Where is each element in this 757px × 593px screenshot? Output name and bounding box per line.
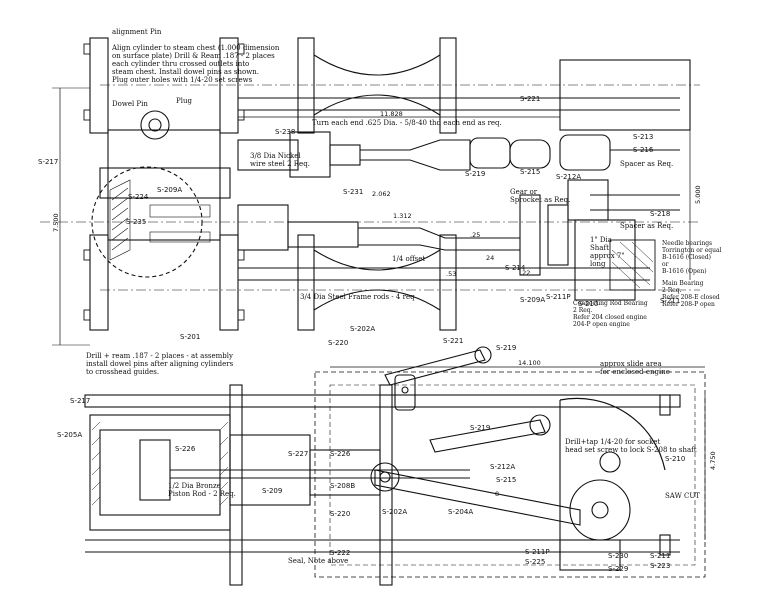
part-label: S-202A xyxy=(382,508,408,516)
part-label: S-231 xyxy=(343,188,364,196)
part-label: S-209 xyxy=(262,487,283,495)
part-label: S-212A xyxy=(490,463,516,471)
part-label: S-218 xyxy=(650,210,671,218)
dim-4750: 4.750 xyxy=(709,451,717,470)
side-view xyxy=(84,346,706,586)
part-label: S-211P xyxy=(546,293,571,301)
shaft-note: 1" Dia Shaft approx 7" long xyxy=(590,236,625,268)
dim-2062: 2.062 xyxy=(372,190,391,198)
part-label: S-223 xyxy=(650,562,671,570)
enclosure-outline xyxy=(314,371,706,578)
plug-label: Plug xyxy=(176,97,192,105)
nickel-wire-note: 3/8 Dia Nickel wire steel 2 Req. xyxy=(250,152,310,168)
turn-end-note: Turn each end .625 Dia. - 5/8-40 thd eac… xyxy=(312,119,502,127)
dim-53: .53 xyxy=(446,270,457,278)
spacer-note-1: Spacer as Req. xyxy=(620,160,674,168)
drill-tap-note: Drill+tap 1/4-20 for socket head set scr… xyxy=(565,438,697,454)
part-label: S-224 xyxy=(128,193,149,201)
dim-24: 24 xyxy=(486,254,495,262)
part-label: S-219 xyxy=(470,424,491,432)
dim-22: .22 xyxy=(520,269,531,277)
part-label: S-220 xyxy=(328,339,349,347)
part-label: S-227 xyxy=(288,450,309,458)
part-label: S-210 xyxy=(578,300,599,308)
drill-ream-note: Drill + ream .187 - 2 places - at assemb… xyxy=(86,352,234,376)
part-label: S-225 xyxy=(525,558,546,566)
dim-11828: 11.828 xyxy=(380,110,403,118)
gear-sprocket-note: Gear or Sprocket as Req. xyxy=(510,188,571,204)
part-label: S-214 xyxy=(505,264,526,272)
part-label: S-201 xyxy=(180,333,201,341)
part-label: S-217 xyxy=(38,158,59,166)
part-label: S-212A xyxy=(556,173,582,181)
part-label: S-205A xyxy=(57,431,83,439)
saw-cut-note: SAW CUT xyxy=(665,492,700,500)
part-label: S-222 xyxy=(330,549,351,557)
part-label: S-235 xyxy=(126,218,147,226)
part-label: S-219 xyxy=(465,170,486,178)
dim-25: .25 xyxy=(470,231,481,239)
part-label: S-219 xyxy=(496,344,517,352)
left-flange-top xyxy=(89,37,109,134)
align-cylinder-note: Align cylinder to steam chest (1.000 dim… xyxy=(112,44,280,84)
conn-rod-note: Connecting Rod Bearing 2 Req. Refer 204 … xyxy=(573,300,648,328)
cylinder-block xyxy=(107,129,221,241)
part-label: S-209A xyxy=(520,296,546,304)
part-label: S-210 xyxy=(665,455,686,463)
part-label: S-215 xyxy=(496,476,517,484)
part-label: S-213 xyxy=(633,133,654,141)
connecting-rod xyxy=(374,469,581,526)
frame-rod-note: 3/4 Dia Steel Frame rods - 4 req xyxy=(300,293,415,301)
part-label: S-226 xyxy=(175,445,196,453)
dowel-pin-label: Dowel Pin xyxy=(112,100,148,108)
part-label: S-204A xyxy=(448,508,474,516)
spacer-note-2: Spacer as Req. xyxy=(620,222,674,230)
part-label: S-220 xyxy=(330,510,351,518)
right-flange-top xyxy=(219,37,239,134)
top-view xyxy=(40,37,700,346)
part-label: S-221 xyxy=(520,95,541,103)
cylinder-section xyxy=(89,414,231,531)
main-bearing-note: Main Bearing 2 Req. Refer 208-E closed R… xyxy=(662,280,720,308)
dim-1312: 1.312 xyxy=(393,212,412,220)
part-label: S-215 xyxy=(520,168,541,176)
seal-note: Seal, Note above xyxy=(288,557,349,565)
part-label: S-216 xyxy=(633,146,654,154)
dim-7500: 7.500 xyxy=(52,213,60,232)
part-label: S-208B xyxy=(330,482,356,490)
part-label: S-221 xyxy=(443,337,464,345)
part-label: S-230 xyxy=(608,552,629,560)
part-label: S-226 xyxy=(330,450,351,458)
offset-note: 1/4 offset xyxy=(392,255,426,263)
dim-8: 8 xyxy=(495,490,500,498)
part-label: S-211P xyxy=(525,548,550,556)
part-label: S-209A xyxy=(157,186,183,194)
part-label: S-238 xyxy=(275,128,296,136)
alignment-pin-note: alignment Pin xyxy=(112,28,162,36)
slide-area-note: approx slide area for enclosed engine xyxy=(600,360,670,376)
part-label: S-211 xyxy=(660,297,681,305)
dim-14100: 14.100 xyxy=(518,359,541,367)
dim-5000: 5.000 xyxy=(694,185,702,204)
part-label: S-229 xyxy=(608,565,629,573)
part-label: S-217 xyxy=(70,397,91,405)
bronze-rod-note: 1/2 Dia Bronze Piston Rod - 2 Req. xyxy=(168,482,236,498)
part-label: S-211 xyxy=(650,552,671,560)
part-label: S-202A xyxy=(350,325,376,333)
needle-bearings-note: Needle bearings Torrington or equal B-16… xyxy=(662,240,722,275)
